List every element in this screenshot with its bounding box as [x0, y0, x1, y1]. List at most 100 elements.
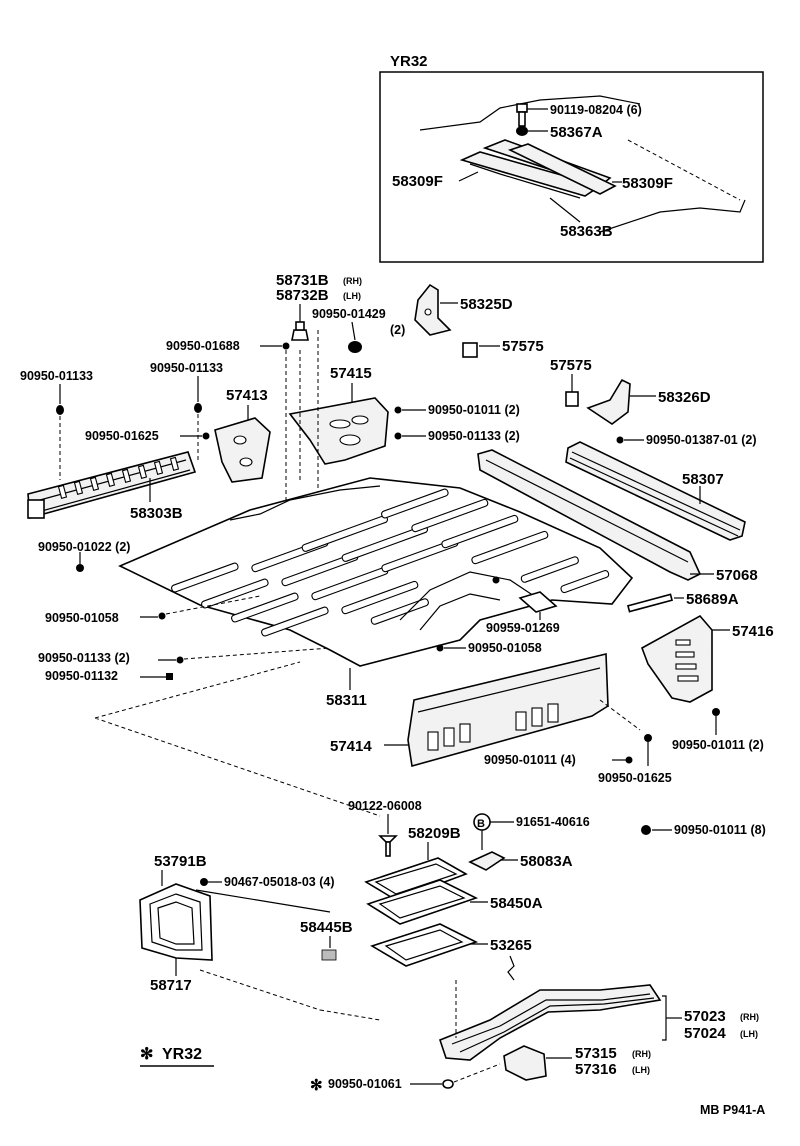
label-57415: 57415	[330, 365, 372, 382]
dashed-leader	[165, 595, 261, 615]
screw-90122-06008-icon	[378, 835, 398, 857]
label-91651-40616: 91651-40616	[516, 815, 590, 829]
asterisk-note-icon: ✻	[140, 1046, 153, 1063]
dashed-leader	[453, 1063, 501, 1083]
label-90950-01133-2a: 90950-01133 (2)	[428, 429, 520, 443]
dashed-outline	[94, 661, 641, 1021]
leader	[507, 955, 515, 981]
grommet-90950-01429-icon	[348, 341, 362, 353]
crossmember-57023-icon	[439, 984, 662, 1061]
label-53265: 53265	[490, 937, 532, 954]
label-90950-01058-b: 90950-01058	[468, 641, 542, 655]
plug-icon	[394, 406, 402, 414]
plug-icon	[625, 756, 633, 764]
label-58689A: 58689A	[686, 591, 739, 608]
label-58326D: 58326D	[658, 389, 711, 406]
label-90467-05018-03: 90467-05018-03 (4)	[224, 875, 335, 889]
bracket-58326D-icon	[586, 378, 631, 425]
label-90950-01133-b: 90950-01133	[150, 361, 223, 375]
label-58309F-right: 58309F	[622, 175, 673, 192]
plug-icon	[641, 825, 651, 835]
dashed-leader	[627, 139, 741, 201]
label-57413: 57413	[226, 387, 268, 404]
plug-icon	[166, 673, 173, 680]
bracket-leader	[662, 995, 667, 1041]
clip-58731B-icon	[291, 321, 309, 341]
bracket-58325D-icon	[414, 283, 452, 336]
label-58717: 58717	[150, 977, 192, 994]
label-58325D: 58325D	[460, 296, 513, 313]
asterisk-mark-icon: ✻	[310, 1077, 323, 1094]
label-57316: 57316	[575, 1061, 617, 1078]
label-90950-01133-a: 90950-01133	[20, 369, 93, 383]
leader	[351, 321, 356, 341]
cushion-57575-b-icon	[565, 391, 579, 407]
label-57575-a: 57575	[502, 338, 544, 355]
strip-58689A-icon	[626, 593, 674, 613]
label-57024-side: (LH)	[740, 1029, 758, 1039]
label-58309F-left: 58309F	[392, 173, 443, 190]
label-58731B: 58731B	[276, 272, 329, 289]
plug-90950-01133-b-icon	[194, 403, 202, 413]
svg-text:B: B	[477, 818, 485, 830]
plug-icon	[492, 576, 500, 584]
label-58209B: 58209B	[408, 825, 461, 842]
label-90950-01625-a: 90950-01625	[85, 429, 159, 443]
label-90959-01269: 90959-01269	[486, 621, 560, 635]
label-57414: 57414	[330, 738, 372, 755]
reference-code: MB P941-A	[700, 1103, 765, 1117]
leader	[549, 197, 581, 223]
label-58307: 58307	[682, 471, 724, 488]
plug-icon	[158, 612, 166, 620]
label-57315-side: (RH)	[632, 1049, 651, 1059]
clip-90467-icon	[200, 878, 208, 886]
dashed-leader	[183, 647, 331, 660]
bracket-57315-icon	[503, 1045, 547, 1081]
label-58303B: 58303B	[130, 505, 183, 522]
bracket-57416-icon	[641, 614, 713, 703]
label-58445B: 58445B	[300, 919, 353, 936]
label-90950-01429-qty: (2)	[390, 323, 405, 337]
leader	[458, 171, 479, 182]
label-90950-01387-01: 90950-01387-01 (2)	[646, 433, 757, 447]
note-yr32: YR32	[162, 1046, 202, 1063]
gasket-53265-icon	[370, 923, 479, 967]
label-58732B-side: (LH)	[343, 291, 361, 301]
inset-bolt-icon	[516, 103, 528, 127]
label-57315: 57315	[575, 1045, 617, 1062]
plug-icon	[644, 734, 652, 742]
gasket-58450A-icon	[366, 879, 479, 925]
label-58367A: 58367A	[550, 124, 603, 141]
crossmember-58303B-icon	[27, 451, 197, 520]
label-90119-08204: 90119-08204 (6)	[550, 103, 642, 117]
label-90950-01058-a: 90950-01058	[45, 611, 119, 625]
plug-icon	[394, 432, 402, 440]
label-58083A: 58083A	[520, 853, 573, 870]
label-53791B: 53791B	[154, 853, 207, 870]
label-57316-side: (LH)	[632, 1065, 650, 1075]
label-57023: 57023	[684, 1008, 726, 1025]
label-57068: 57068	[716, 567, 758, 584]
seal-58717-icon	[139, 883, 213, 961]
label-58450A: 58450A	[490, 895, 543, 912]
inset-bracket-icon	[459, 139, 617, 199]
label-90950-01429: 90950-01429	[312, 307, 386, 321]
plug-icon	[616, 436, 624, 444]
label-90950-01133-2b: 90950-01133 (2)	[38, 651, 130, 665]
label-90950-01625-b: 90950-01625	[598, 771, 672, 785]
inset-title: YR32	[390, 53, 428, 70]
label-90950-01061: 90950-01061	[328, 1077, 402, 1091]
label-58732B: 58732B	[276, 287, 329, 304]
label-90950-01011-2b: 90950-01011 (2)	[672, 738, 764, 752]
plug-icon	[712, 708, 720, 716]
rail-58307-icon	[565, 441, 746, 541]
bracket-57415-icon	[288, 397, 389, 465]
label-58731B-side: (RH)	[343, 276, 362, 286]
label-90122-06008: 90122-06008	[348, 799, 422, 813]
label-90950-01132: 90950-01132	[45, 669, 118, 683]
inset-box	[379, 71, 764, 263]
label-90950-01011-4: 90950-01011 (4)	[484, 753, 576, 767]
plug-icon	[176, 656, 184, 664]
